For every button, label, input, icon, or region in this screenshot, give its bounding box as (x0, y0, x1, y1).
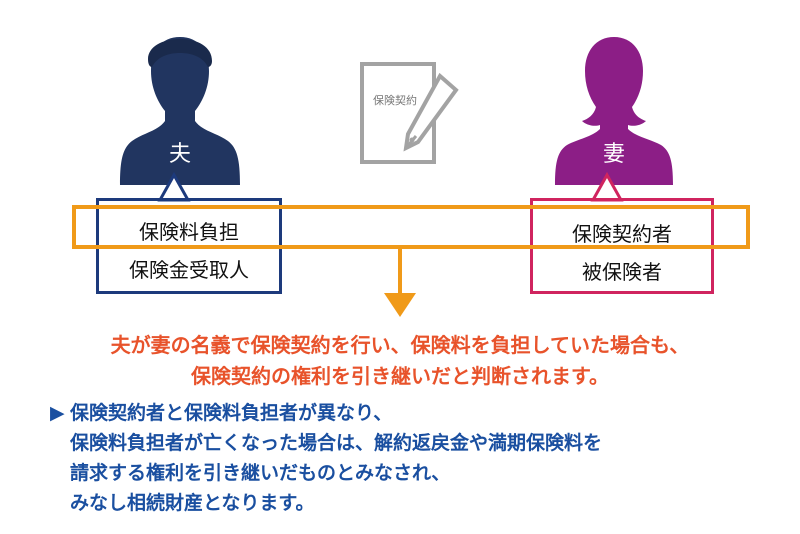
pen-nib-icon (409, 137, 415, 143)
conclusion-line-2: 保険契約の権利を引き継いだと判断されます。 (191, 364, 609, 388)
note-line-4: みなし相続財産となります。 (70, 492, 315, 514)
note-line-3: 請求する権利を引き継いだものとみなされ、 (70, 462, 451, 484)
husband-role-line-1: 保険料負担 (139, 220, 239, 244)
note-marker-icon: ▶ (50, 402, 65, 424)
wife-role-line-1: 保険契約者 (572, 222, 672, 246)
contract-document-icon (360, 62, 459, 164)
orange-connecting-band (72, 205, 750, 249)
husband-label: 夫 (168, 142, 191, 167)
husband-silhouette-icon (120, 37, 240, 185)
down-arrow-icon (384, 247, 416, 317)
note-line-1: 保険契約者と保険料負担者が異なり、 (70, 402, 393, 424)
husband-role-line-2: 保険金受取人 (129, 258, 249, 282)
wife-silhouette-icon (555, 37, 673, 185)
note-line-2: 保険料負担者が亡くなった場合は、解約返戻金や満期保険料を (70, 432, 603, 454)
contract-label: 保険契約 (373, 94, 417, 107)
conclusion-line-1: 夫が妻の名義で保険契約を行い、保険料を負担していた場合も、 (110, 333, 690, 357)
wife-label: 妻 (602, 142, 625, 167)
wife-role-line-2: 被保険者 (582, 260, 662, 284)
